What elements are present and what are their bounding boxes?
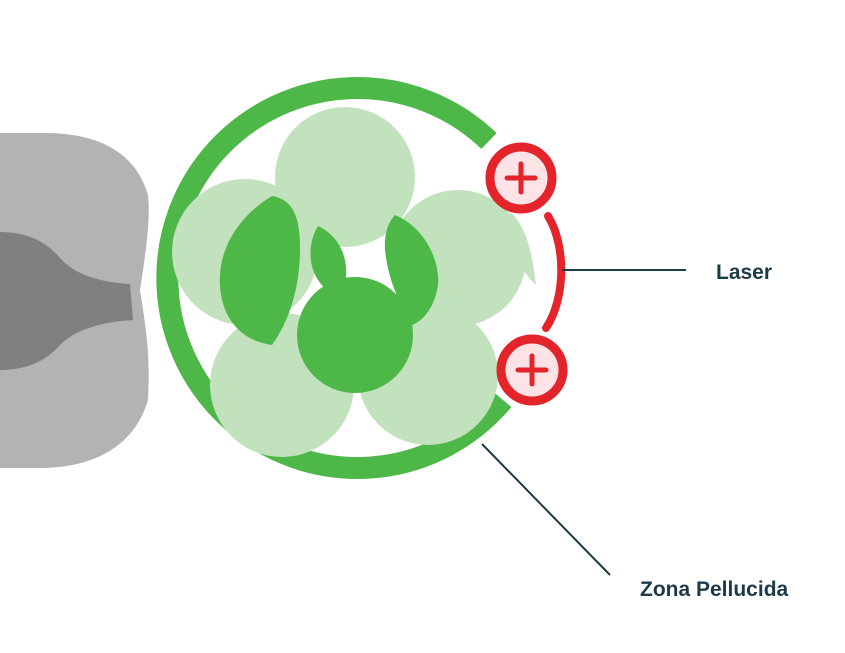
laser-label: Laser	[716, 261, 772, 284]
laser-group	[485, 142, 568, 406]
zona-pellucida-label: Zona Pellucida	[640, 578, 789, 601]
plus-circle-icon	[504, 161, 538, 195]
blastomere-dark-middle	[310, 226, 347, 293]
blastomere-light-top	[275, 107, 415, 247]
blastomeres-dark	[219, 196, 439, 393]
holding-pipette	[0, 132, 149, 468]
zona-pellucida-ring	[156, 77, 512, 479]
holding-pipette-inner	[0, 232, 133, 370]
blastomere-light-bulge	[505, 212, 536, 285]
plus-circle-icon	[515, 353, 549, 387]
blastomere-dark-left	[219, 196, 300, 345]
blastomere-dark-center	[297, 277, 413, 393]
zona-leader-line	[481, 443, 611, 576]
laser-arc	[542, 212, 566, 332]
